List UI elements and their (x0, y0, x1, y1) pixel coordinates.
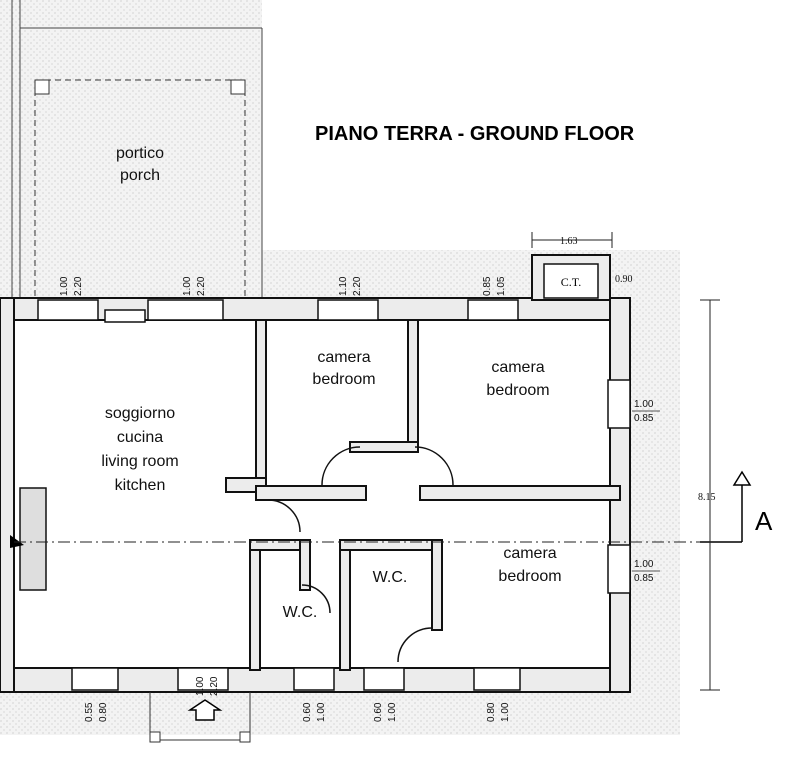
ct-room (531, 254, 611, 301)
dim-top-w2-b: 2.20 (196, 276, 207, 296)
section-line (14, 470, 752, 543)
dim-top-w4-b: 1.05 (496, 276, 507, 296)
dim-bottom-w3-a: 0.60 (373, 702, 384, 722)
dim-bottom-w2-a: 0.60 (302, 702, 313, 722)
interior-floor (10, 318, 622, 688)
dim-top-w4-a: 0.85 (482, 276, 493, 296)
bedroom3-label-it: camera (503, 545, 556, 562)
dim-top-w3-a: 1.10 (338, 276, 349, 296)
dim-right-w1-b: 0.85 (634, 413, 654, 424)
dim-bottom-w4-b: 1.00 (500, 702, 511, 722)
living-label-4: kitchen (115, 477, 166, 494)
dim-bottom-w2-b: 1.00 (316, 702, 327, 722)
dim-ct-depth: 0.90 (615, 274, 633, 285)
living-label-3: living room (101, 453, 178, 470)
dim-bottom-w3-b: 1.00 (387, 702, 398, 722)
section-marker-label: A (755, 506, 773, 536)
top-windows (37, 299, 519, 323)
bedroom2-label-en: bedroom (486, 382, 549, 399)
dim-top-w3-b: 2.20 (352, 276, 363, 296)
entrance-steps (149, 692, 251, 743)
living-label-2: cucina (117, 429, 163, 446)
dim-overall-depth: 8.15 (698, 492, 716, 503)
depth-dimension-line (700, 299, 720, 691)
dim-right-w2-b: 0.85 (634, 573, 654, 584)
right-windows (607, 379, 631, 594)
bottom-dimensions: 0.55 0.80 1.00 2.20 0.60 1.00 0.60 1.00 … (84, 676, 511, 722)
top-dimensions: 1.00 2.20 1.00 2.20 1.10 2.20 0.85 1.05 (59, 276, 507, 296)
wc1-label: W.C. (283, 604, 318, 621)
bedroom3-label-en: bedroom (498, 568, 561, 585)
ct-label: C.T. (561, 275, 581, 289)
dim-ct-width: 1.63 (560, 236, 578, 247)
interior-walls (225, 319, 621, 671)
right-dimensions: 1.00 0.85 1.00 0.85 (632, 399, 660, 584)
dim-bottom-w1-a: 0.55 (84, 702, 95, 722)
bedroom1-label-en: bedroom (312, 371, 375, 388)
entrance-arrow-icon (187, 699, 223, 721)
dim-bottom-door-a: 1.00 (195, 676, 206, 696)
living-label-1: soggiorno (105, 405, 175, 422)
plan-title: PIANO TERRA - GROUND FLOOR (315, 123, 635, 145)
stair (10, 487, 47, 591)
dim-bottom-door-b: 2.20 (209, 676, 220, 696)
dim-bottom-w1-b: 0.80 (98, 702, 109, 722)
bedroom2-label-it: camera (491, 359, 544, 376)
dim-bottom-w4-a: 0.80 (486, 702, 497, 722)
door-swings (267, 446, 454, 663)
dim-top-w1-a: 1.00 (59, 276, 70, 296)
dim-top-w1-b: 2.20 (73, 276, 84, 296)
dim-right-w2-a: 1.00 (634, 559, 654, 570)
porch-label-en: porch (120, 167, 160, 184)
dim-right-w1-a: 1.00 (634, 399, 654, 410)
bottom-windows (71, 667, 521, 691)
porch-label-it: portico (116, 145, 164, 162)
ct-dimension-line (531, 232, 613, 248)
wc2-label: W.C. (373, 569, 408, 586)
dim-top-w2-a: 1.00 (182, 276, 193, 296)
bedroom1-label-it: camera (317, 349, 370, 366)
